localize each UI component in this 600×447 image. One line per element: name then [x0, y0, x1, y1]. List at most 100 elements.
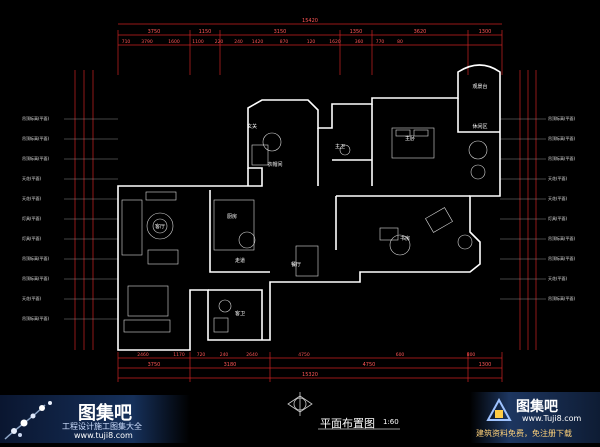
- dim-text-top: 1300: [479, 29, 492, 35]
- room-label-closet: 衣帽间: [267, 161, 282, 168]
- fixture-circle: [468, 140, 488, 160]
- side-label-right: 吊顶标高(平面): [548, 155, 576, 161]
- side-label-right: 吊顶标高(平面): [548, 135, 576, 141]
- watermark-right-title: 图集吧: [516, 399, 558, 415]
- fixture-circle: [218, 299, 232, 313]
- furniture-piece: [379, 227, 399, 241]
- north-arrow-icon: [287, 392, 313, 416]
- side-label-left: 天花(平面): [22, 195, 42, 201]
- room-label-corridor: 走道: [235, 257, 245, 264]
- dim-text-top-detail: 770: [376, 39, 385, 45]
- drawing-title: 平面布置图: [320, 417, 375, 430]
- fixture-circle: [470, 164, 486, 180]
- room-label-bay-rest: 休闲区: [472, 123, 487, 130]
- drawing-scale: 1:60: [383, 418, 399, 426]
- dim-text-top-detail: 1420: [252, 39, 264, 45]
- furniture-piece: [395, 129, 411, 137]
- dimension-lines: [64, 23, 546, 382]
- dim-text-bottom: 3180: [224, 362, 237, 368]
- side-label-left: 吊顶标高(平面): [22, 155, 50, 161]
- fixture-circle: [146, 212, 174, 240]
- side-label-right: 灯具(平面): [548, 215, 568, 221]
- dim-text-bottom-detail: 800: [467, 352, 476, 358]
- dim-text-bottom-detail: 720: [197, 352, 206, 358]
- dim-text-bottom-detail: 1170: [173, 352, 185, 358]
- room-label-dining: 餐厅: [291, 261, 301, 268]
- room-label-kitchen: 厨房: [227, 213, 237, 220]
- logo-icon: [486, 398, 512, 421]
- furniture-piece: [413, 129, 429, 137]
- dim-text-bottom-detail: 600: [396, 352, 405, 358]
- dim-text-bottom-total: 15320: [302, 372, 318, 378]
- dim-text-bottom: 3750: [148, 362, 161, 368]
- dim-text-top: 3620: [414, 29, 427, 35]
- plum-blossom-icon: [4, 401, 52, 440]
- dim-text-top-detail: 360: [355, 39, 364, 45]
- side-label-left: 天花(平面): [22, 175, 42, 181]
- furniture-piece: [127, 285, 169, 317]
- dim-text-top: 3750: [148, 29, 161, 35]
- side-label-left: 吊顶标高(平面): [22, 315, 50, 321]
- furniture-piece: [251, 144, 269, 166]
- fixture-circle: [339, 144, 351, 156]
- watermark-right: 图集吧 www.Tuji8.com 建筑资料免费，免注册下载: [470, 392, 600, 443]
- fixture-circle: [389, 234, 411, 256]
- side-label-right: 吊顶标高(平面): [548, 235, 576, 241]
- dim-text-top-detail: 1100: [192, 39, 204, 45]
- wall: [208, 289, 263, 340]
- furniture-piece: [123, 319, 171, 333]
- dim-text-top-detail: 120: [307, 39, 316, 45]
- room-label-terrace: 观景台: [472, 83, 487, 90]
- wall: [209, 190, 270, 273]
- side-label-left: 吊顶标高(平面): [22, 255, 50, 261]
- furniture-piece: [147, 249, 179, 265]
- side-labels: 吊顶标高(平面) 吊顶标高(平面) 吊顶标高(平面) 天花(平面) 天花(平面) 灯具(平…: [22, 115, 576, 321]
- dim-text-bottom: 1300: [479, 362, 492, 368]
- dim-text-top: 1350: [350, 29, 363, 35]
- dim-text-top-detail: 1600: [168, 39, 180, 45]
- side-label-left: 吊顶标高(平面): [22, 115, 50, 121]
- furniture-piece: [121, 199, 143, 256]
- furniture: [121, 127, 488, 333]
- furniture-piece: [213, 199, 255, 251]
- fixture-circle: [262, 132, 282, 152]
- watermark-left-title: 图集吧: [78, 403, 132, 424]
- dim-text-top-detail: 240: [234, 39, 243, 45]
- side-label-left: 灯具(平面): [22, 235, 42, 241]
- fixture-circle: [152, 218, 168, 234]
- dim-text-top-detail: 80: [397, 39, 403, 45]
- watermark-right-slogan: 建筑资料免费，免注册下载: [476, 429, 572, 438]
- side-label-left: 吊顶标高(平面): [22, 275, 50, 281]
- furniture-piece: [295, 245, 319, 277]
- room-label-study: 书房: [400, 235, 410, 242]
- watermark-right-url: www.Tuji8.com: [522, 414, 582, 423]
- side-label-left: 天花(平面): [22, 295, 42, 301]
- side-label-right: 吊顶标高(平面): [548, 255, 576, 261]
- furniture-piece: [213, 317, 229, 333]
- side-label-right: 天花(平面): [548, 195, 568, 201]
- side-label-right: 天花(平面): [548, 175, 568, 181]
- dim-text-top-detail: 1620: [329, 39, 341, 45]
- watermark-left-slogan: 工程设计施工图集大全: [62, 422, 142, 431]
- dim-text-top: 3150: [274, 29, 287, 35]
- watermark-left: 图集吧 工程设计施工图集大全 www.tuji8.com: [0, 395, 190, 443]
- side-label-left: 灯具(平面): [22, 215, 42, 221]
- watermark-left-url: www.tuji8.com: [74, 431, 133, 440]
- fixture-circle: [238, 231, 256, 249]
- side-label-right: 吊顶标高(平面): [548, 115, 576, 121]
- furniture-piece: [425, 207, 453, 233]
- dim-text-bottom: 4750: [363, 362, 376, 368]
- room-label-foyer: 玄关: [247, 123, 257, 130]
- side-label-left: 吊顶标高(平面): [22, 135, 50, 141]
- dim-text-bottom-detail: 240: [220, 352, 229, 358]
- dim-text-top-detail: 870: [280, 39, 289, 45]
- dim-text-top-detail: 220: [215, 39, 224, 45]
- fixture-circle: [457, 234, 473, 250]
- walls: [117, 64, 501, 351]
- dim-text-bottom-detail: 4750: [298, 352, 310, 358]
- dim-text-top-total: 15420: [302, 18, 318, 24]
